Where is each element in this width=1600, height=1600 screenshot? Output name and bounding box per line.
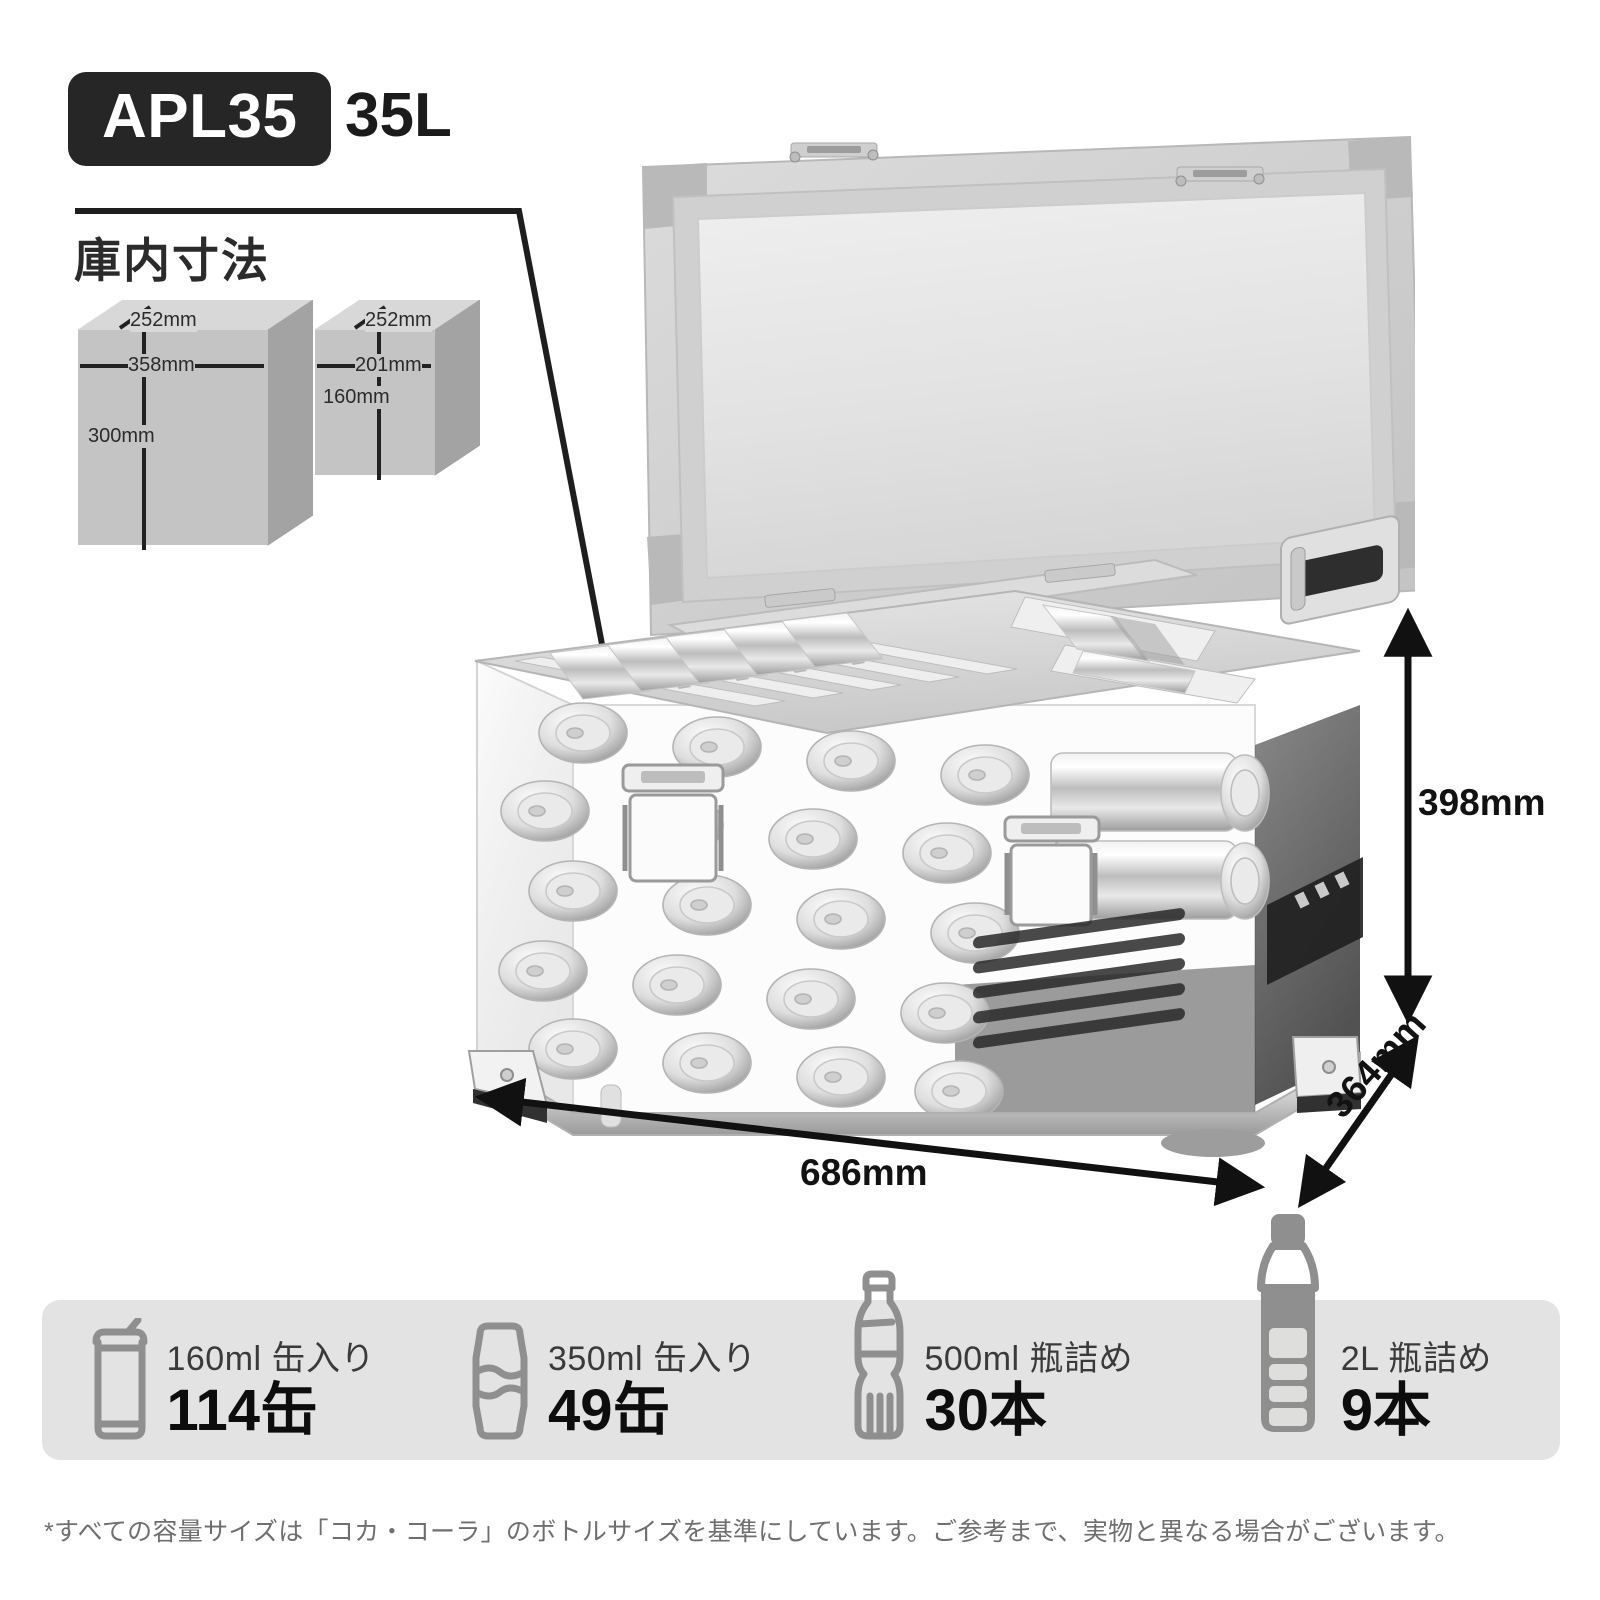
capacity-label: 2L 瓶詰め xyxy=(1340,1340,1492,1379)
box-main-width-label: 358mm xyxy=(128,354,195,377)
box-main-height-label: 300mm xyxy=(88,425,155,448)
box-sub-width-label: 201mm xyxy=(355,354,422,377)
side-handle xyxy=(1280,515,1400,625)
capacity-label: 350ml 缶入り xyxy=(547,1340,757,1379)
box-main-depth-label: 252mm xyxy=(130,309,197,332)
capacity-item-2l: 2L 瓶詰め 9本 xyxy=(1181,1210,1561,1460)
latch-left xyxy=(621,763,725,883)
can-grid xyxy=(498,702,1100,1122)
box-sub-depth-label: 252mm xyxy=(365,309,432,332)
large-bottle-icon xyxy=(1249,1212,1327,1442)
lid-assembly xyxy=(641,135,1415,637)
divider-tray xyxy=(474,589,1361,735)
capacity-count: 9本 xyxy=(1340,1378,1431,1444)
outer-height-label: 398mm xyxy=(1418,782,1546,823)
capacity-item-350ml: 350ml 缶入り 49缶 xyxy=(422,1210,802,1460)
model-badge: APL35 xyxy=(68,72,332,166)
capacity-count: 114缶 xyxy=(166,1378,319,1444)
control-panel xyxy=(1267,857,1363,985)
capacity-count: 30本 xyxy=(924,1378,1047,1444)
interior-box-sub: 252mm 201mm 160mm xyxy=(315,300,480,480)
tray-cans xyxy=(549,612,884,700)
box-sub-height-label: 160mm xyxy=(323,386,390,409)
product-illustration xyxy=(455,105,1415,1165)
compressor-vent xyxy=(973,908,1185,1049)
capacity-item-500ml: 500ml 瓶詰め 30本 xyxy=(801,1210,1181,1460)
interior-dimensions-title: 庫内寸法 xyxy=(74,234,270,287)
capacity-item-160ml: 160ml 缶入り 114缶 xyxy=(42,1210,422,1460)
capacity-liters: 35L xyxy=(345,81,452,150)
capacity-label: 160ml 缶入り xyxy=(166,1340,376,1379)
capacity-count: 49缶 xyxy=(547,1378,671,1444)
slim-can-icon xyxy=(88,1318,152,1442)
capacity-items: 160ml 缶入り 114缶 350ml 缶入り 49缶 xyxy=(42,1210,1560,1460)
latch-right xyxy=(1003,815,1101,927)
small-bottle-icon xyxy=(848,1270,910,1442)
can-icon xyxy=(466,1318,534,1442)
lid-hinge-left xyxy=(789,142,879,163)
footnote: *すべての容量サイズは「コカ・コーラ」のボトルサイズを基準にしています。ご参考ま… xyxy=(44,1518,1460,1546)
outer-width-label: 686mm xyxy=(800,1152,928,1193)
lid-hinge-right xyxy=(1175,166,1265,187)
tray-cans-right xyxy=(1041,604,1196,694)
capacity-label: 500ml 瓶詰め xyxy=(924,1340,1134,1379)
interior-box-main: 252mm 358mm 300mm xyxy=(78,300,313,550)
